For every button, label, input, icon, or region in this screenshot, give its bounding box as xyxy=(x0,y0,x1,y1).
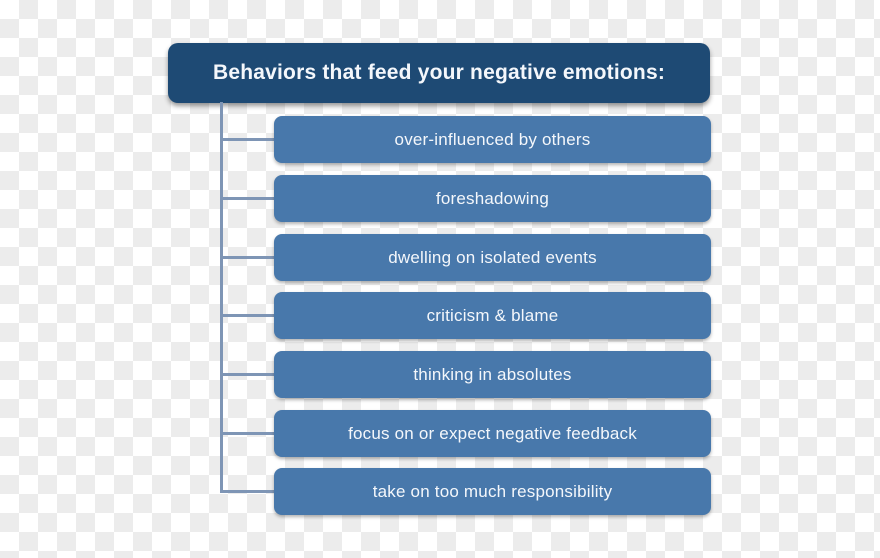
behavior-label: foreshadowing xyxy=(435,188,550,208)
connector-branch-line xyxy=(221,314,275,317)
diagram-title-box: Behaviors that feed your negative emotio… xyxy=(168,43,710,103)
behavior-label: focus on or expect negative feedback xyxy=(348,423,637,443)
diagram-row: focus on or expect negative feedback xyxy=(221,410,711,457)
connector-branch-line xyxy=(221,373,275,376)
behavior-node: over-influenced by others xyxy=(274,116,711,163)
behavior-node: thinking in absolutes xyxy=(274,351,711,398)
behavior-node: take on too much responsibility xyxy=(274,468,711,515)
diagram-row: thinking in absolutes xyxy=(221,351,711,398)
behavior-node: focus on or expect negative feedback xyxy=(274,410,711,457)
connector-trunk-line xyxy=(220,102,223,493)
connector-branch-line xyxy=(221,138,275,141)
diagram-row: criticism & blame xyxy=(221,292,711,339)
diagram-row: take on too much responsibility xyxy=(221,468,711,515)
connector-branch-line xyxy=(221,432,275,435)
behavior-label: over-influenced by others xyxy=(394,129,591,149)
connector-branch-line xyxy=(221,197,275,200)
behavior-label: thinking in absolutes xyxy=(413,364,572,384)
diagram-row: over-influenced by others xyxy=(221,116,711,163)
behavior-node: dwelling on isolated events xyxy=(274,234,711,281)
connector-branch-line xyxy=(221,256,275,259)
behavior-label: criticism & blame xyxy=(426,305,559,325)
behavior-label: dwelling on isolated events xyxy=(388,247,597,267)
behavior-node: foreshadowing xyxy=(274,175,711,222)
behavior-label: take on too much responsibility xyxy=(372,481,613,501)
diagram-title: Behaviors that feed your negative emotio… xyxy=(212,61,666,84)
connector-branch-line xyxy=(221,490,275,493)
diagram-row: foreshadowing xyxy=(221,175,711,222)
behavior-node: criticism & blame xyxy=(274,292,711,339)
diagram-row: dwelling on isolated events xyxy=(221,234,711,281)
